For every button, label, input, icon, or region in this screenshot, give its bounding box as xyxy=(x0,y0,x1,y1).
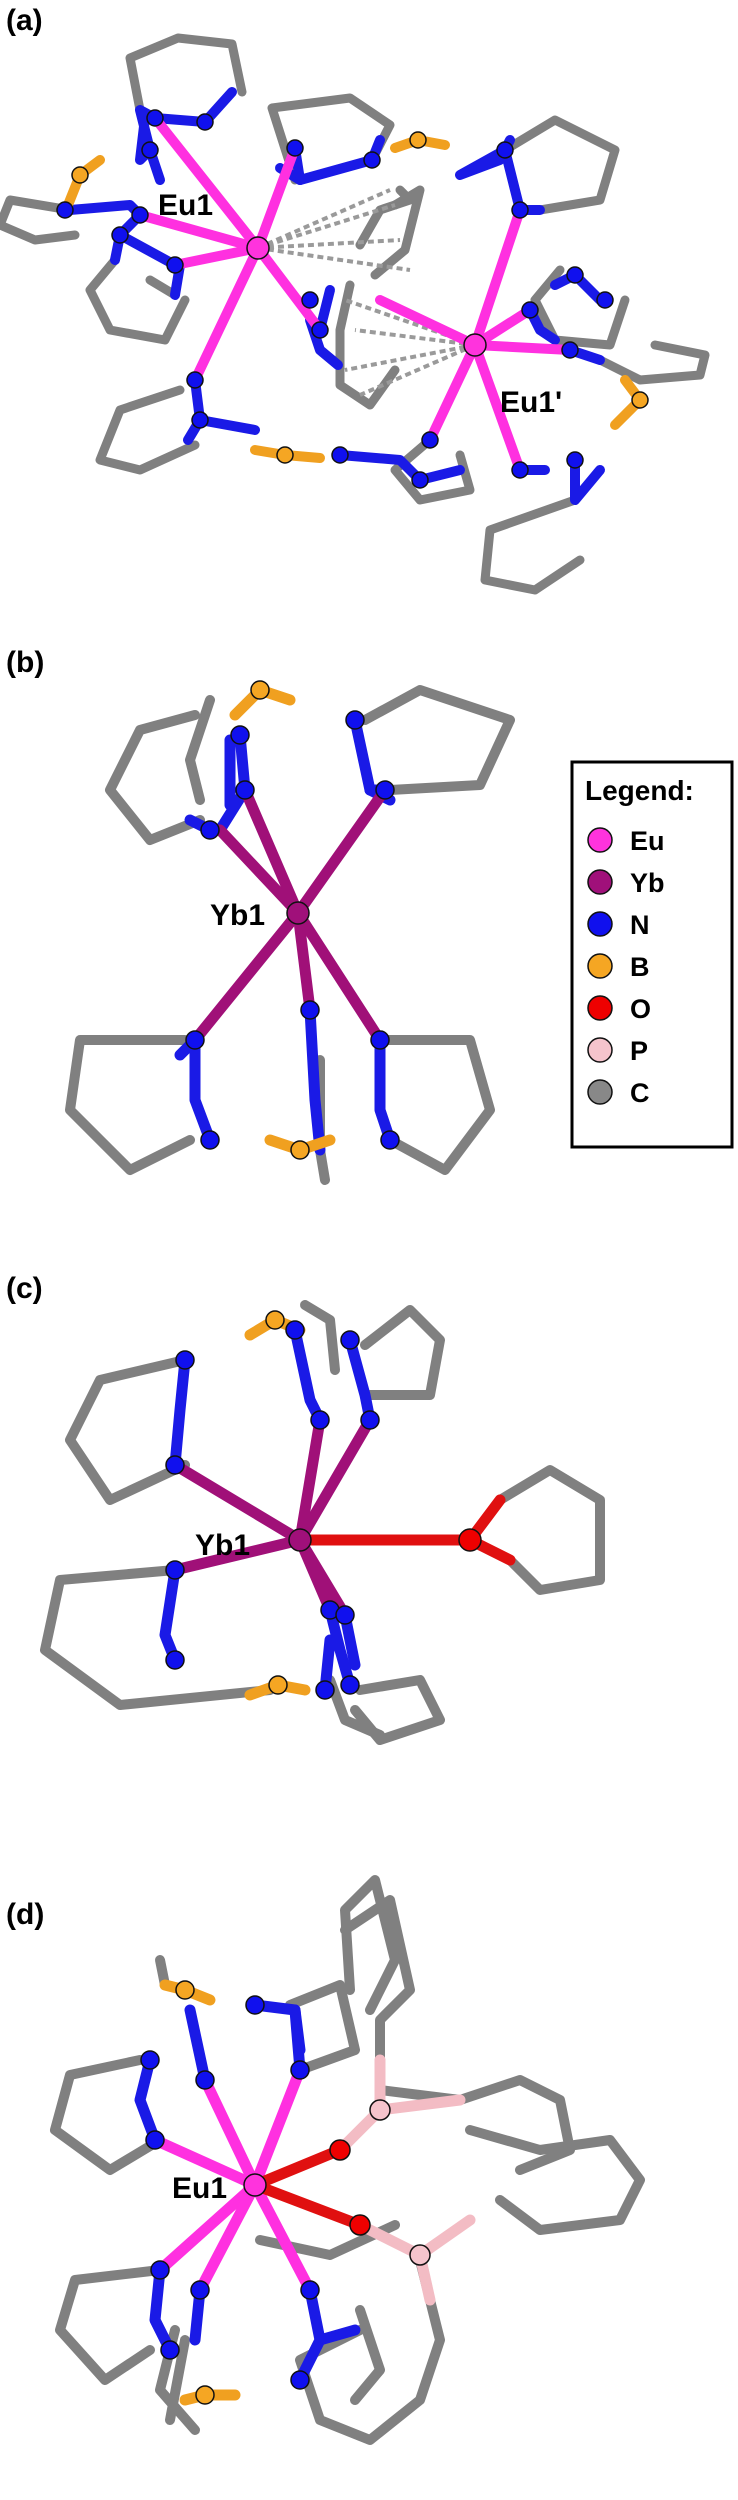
legend-swatch-c xyxy=(587,1079,613,1105)
panel-c: (c) xyxy=(6,1272,605,1745)
panel-b-yb1-label: Yb1 xyxy=(210,899,265,932)
legend-item-eu: Eu xyxy=(587,826,665,856)
panel-a-carbon-rings xyxy=(0,33,710,595)
panel-c-label: (c) xyxy=(6,1272,43,1305)
panel-a-eu1prime-label: Eu1' xyxy=(500,386,562,419)
legend-item-o: O xyxy=(587,994,651,1024)
panel-d-label: (d) xyxy=(6,1898,44,1931)
legend-label-eu: Eu xyxy=(630,826,665,856)
legend-swatch-yb xyxy=(587,869,613,895)
panel-c-n-atoms xyxy=(165,1320,380,1700)
panel-d-o-atoms xyxy=(329,2139,371,2236)
panel-a-dashed-interactions xyxy=(257,188,476,397)
panel-d-carbon-rings xyxy=(50,1875,645,2445)
panel-d-eu1-atom xyxy=(243,2173,267,2197)
panel-b-label: (b) xyxy=(6,646,44,679)
panel-a-eu1prime-atom xyxy=(463,333,487,357)
panel-c-yb1-atom xyxy=(288,1528,312,1552)
panel-a-b-atoms xyxy=(71,131,649,464)
legend-swatch-b xyxy=(587,953,613,979)
panel-b-carbon-rings xyxy=(65,685,515,1185)
legend-item-b: B xyxy=(587,952,650,982)
panel-d-b-atoms xyxy=(175,1980,215,2405)
legend-swatch-p xyxy=(587,1037,613,1063)
panel-c-yb-bonds xyxy=(169,1414,376,1621)
legend-item-n: N xyxy=(587,910,650,940)
panel-b: (b) xyxy=(6,646,734,1185)
legend-label-p: P xyxy=(630,1036,648,1066)
panel-b-b-atoms xyxy=(250,680,310,1160)
panel-a-label: (a) xyxy=(6,4,43,37)
legend-title: Legend: xyxy=(585,775,694,806)
panel-c-b-atoms xyxy=(265,1310,288,1695)
panel-c-o-atom xyxy=(458,1528,482,1552)
panel-b-yb-bonds xyxy=(189,784,391,1046)
panel-a: (a) xyxy=(0,4,710,595)
legend-label-b: B xyxy=(630,952,650,982)
panel-d: (d) xyxy=(6,1875,645,2445)
panel-c-nitrogen-bonds xyxy=(159,1324,376,1696)
panel-b-yb1-atom xyxy=(286,901,310,925)
legend-label-c: C xyxy=(630,1078,650,1108)
panel-c-yb1-label: Yb1 xyxy=(195,1529,250,1562)
legend-swatch-eu xyxy=(587,827,613,853)
legend-item-p: P xyxy=(587,1036,648,1066)
panel-a-eu1-label: Eu1 xyxy=(158,189,213,222)
legend-item-yb: Yb xyxy=(587,868,665,898)
panel-d-p-atoms xyxy=(369,2099,431,2266)
panel-d-eu1-label: Eu1 xyxy=(172,2172,227,2205)
panel-a-eu1-atom xyxy=(246,236,270,260)
panel-b-n-atoms xyxy=(185,710,400,1150)
panel-d-n-atoms xyxy=(140,1995,320,2390)
legend-swatch-n xyxy=(587,911,613,937)
panel-a-n-atoms xyxy=(56,109,614,489)
legend-label-yb: Yb xyxy=(630,868,665,898)
panel-c-boron-bonds xyxy=(244,1314,311,1701)
panel-a-eu-bonds xyxy=(135,113,575,475)
legend-item-c: C xyxy=(587,1078,650,1108)
panel-d-eu-bonds xyxy=(149,2064,316,2296)
legend-label-o: O xyxy=(630,994,651,1024)
panel-c-oxygen-bond xyxy=(294,1494,516,1566)
panel-c-carbon-rings xyxy=(40,1300,605,1745)
legend-swatch-o xyxy=(587,995,613,1021)
legend-label-n: N xyxy=(630,910,650,940)
